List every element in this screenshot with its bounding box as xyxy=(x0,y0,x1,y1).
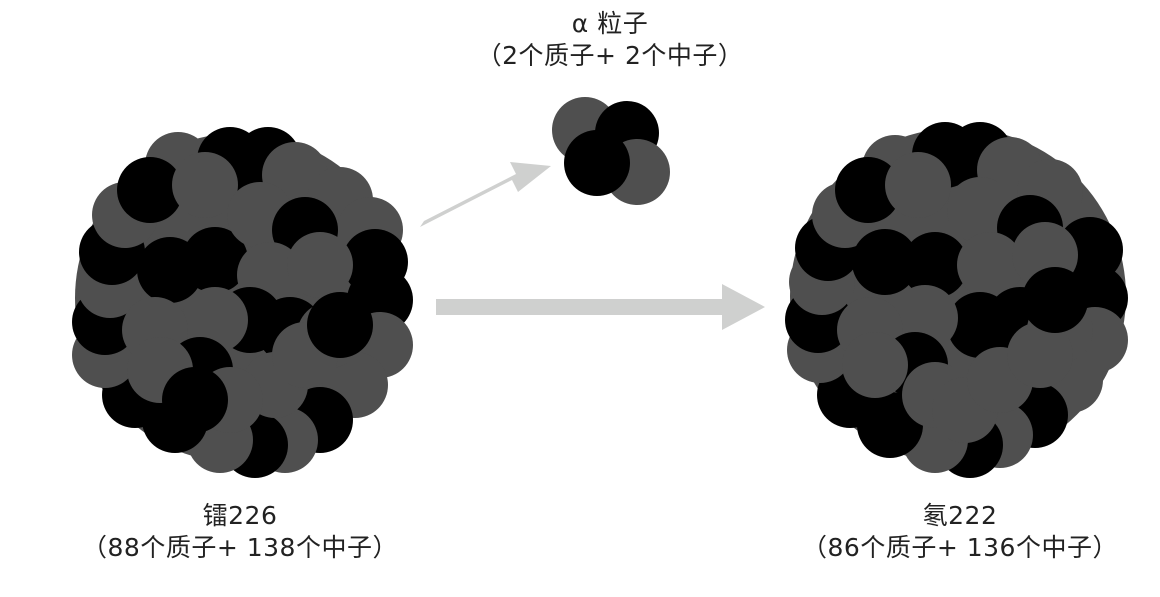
alpha-particle-nucleus xyxy=(552,97,670,205)
proton xyxy=(182,227,248,293)
radium-226-nucleus xyxy=(72,127,413,478)
proton xyxy=(1022,267,1088,333)
proton xyxy=(835,157,901,223)
proton xyxy=(162,367,228,433)
neutron xyxy=(287,232,353,298)
radon-name: 氡222 xyxy=(922,501,998,530)
radium-name: 镭226 xyxy=(202,501,278,530)
emission-arrow xyxy=(420,162,551,227)
neutron xyxy=(172,152,238,218)
radon-composition: （86个质子+ 136个中子） xyxy=(802,533,1118,562)
radon-label: 氡222 （86个质子+ 136个中子） xyxy=(760,500,1160,564)
decay-arrow xyxy=(436,284,765,330)
alpha-particle-name: α 粒子 xyxy=(571,9,649,38)
neutron xyxy=(957,232,1023,298)
proton xyxy=(117,157,183,223)
alpha-particle-label: α 粒子 （2个质子+ 2个中子） xyxy=(430,8,790,72)
radium-label: 镭226 （88个质子+ 138个中子） xyxy=(40,500,440,564)
neutron xyxy=(842,332,908,398)
neutron xyxy=(885,152,951,218)
neutron xyxy=(1007,322,1073,388)
proton xyxy=(564,130,630,196)
proton xyxy=(852,229,918,295)
neutron xyxy=(182,287,248,353)
neutron xyxy=(947,177,1013,243)
alpha-particle-composition: （2个质子+ 2个中子） xyxy=(476,41,744,70)
proton xyxy=(902,232,968,298)
radium-composition: （88个质子+ 138个中子） xyxy=(82,533,398,562)
radon-222-nucleus xyxy=(785,122,1128,478)
proton xyxy=(307,292,373,358)
